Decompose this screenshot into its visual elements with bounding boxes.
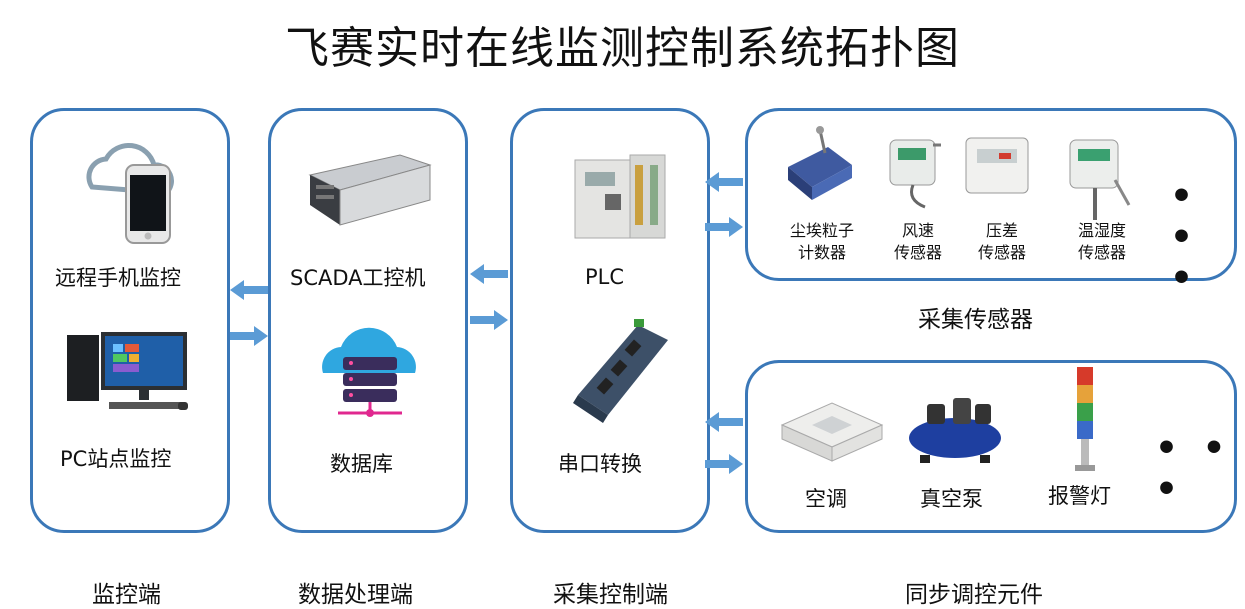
plc-icon	[574, 154, 666, 239]
plc-label: PLC	[585, 265, 625, 289]
humidity-sensor-icon	[1069, 139, 1131, 220]
arrow-monitor-to-data	[230, 326, 268, 346]
alarm-light-label: 报警灯	[1048, 484, 1111, 508]
pressure-sensor-label: 压差 传感器	[977, 221, 1026, 262]
pc-icon	[67, 332, 188, 410]
arrow-control-to-actuator	[705, 454, 743, 474]
arrow-actuator-to-control	[705, 412, 743, 432]
arrow-sensor-to-control	[705, 172, 743, 192]
page-title: 飞赛实时在线监测控制系统拓扑图	[285, 23, 960, 74]
arrow-control-to-sensor	[705, 217, 743, 237]
sensor-section-label: 采集传感器	[918, 307, 1033, 333]
sensor-panel	[745, 108, 1237, 281]
database-label: 数据库	[330, 452, 393, 476]
alarm-light-icon	[1075, 367, 1095, 471]
serial-converter-icon	[573, 319, 668, 423]
wind-speed-label: 风速 传感器	[893, 221, 942, 262]
actuator-section-label: 同步调控元件	[905, 582, 1043, 608]
actuator-more-dots: • • •	[1155, 428, 1232, 510]
particle-counter-icon	[788, 126, 852, 200]
industrial-pc-icon	[308, 154, 432, 226]
vacuum-pump-label: 真空泵	[920, 487, 983, 511]
vacuum-pump-icon	[909, 398, 1001, 463]
arrow-data-to-monitor	[230, 280, 268, 300]
scada-label: SCADA工控机	[290, 266, 426, 290]
pc-station-label: PC站点监控	[60, 447, 172, 471]
pressure-sensor-icon	[965, 137, 1029, 194]
humidity-sensor-label: 温湿度 传感器	[1077, 221, 1126, 262]
wind-speed-sensor-icon	[889, 139, 941, 209]
sensor-more-dots: • • •	[1170, 176, 1200, 299]
cloud-phone-icon	[86, 142, 174, 244]
ac-label: 空调	[805, 487, 847, 511]
data-section-label: 数据处理端	[298, 582, 413, 608]
monitor-section-label: 监控端	[92, 582, 161, 608]
arrow-control-to-data	[470, 264, 508, 284]
particle-counter-label: 尘埃粒子 计数器	[789, 221, 854, 262]
serial-converter-label: 串口转换	[558, 452, 642, 476]
air-conditioner-icon	[780, 402, 884, 462]
remote-phone-label: 远程手机监控	[55, 266, 181, 290]
control-section-label: 采集控制端	[553, 582, 668, 608]
arrow-data-to-control	[470, 310, 508, 330]
database-cloud-icon	[322, 327, 416, 417]
